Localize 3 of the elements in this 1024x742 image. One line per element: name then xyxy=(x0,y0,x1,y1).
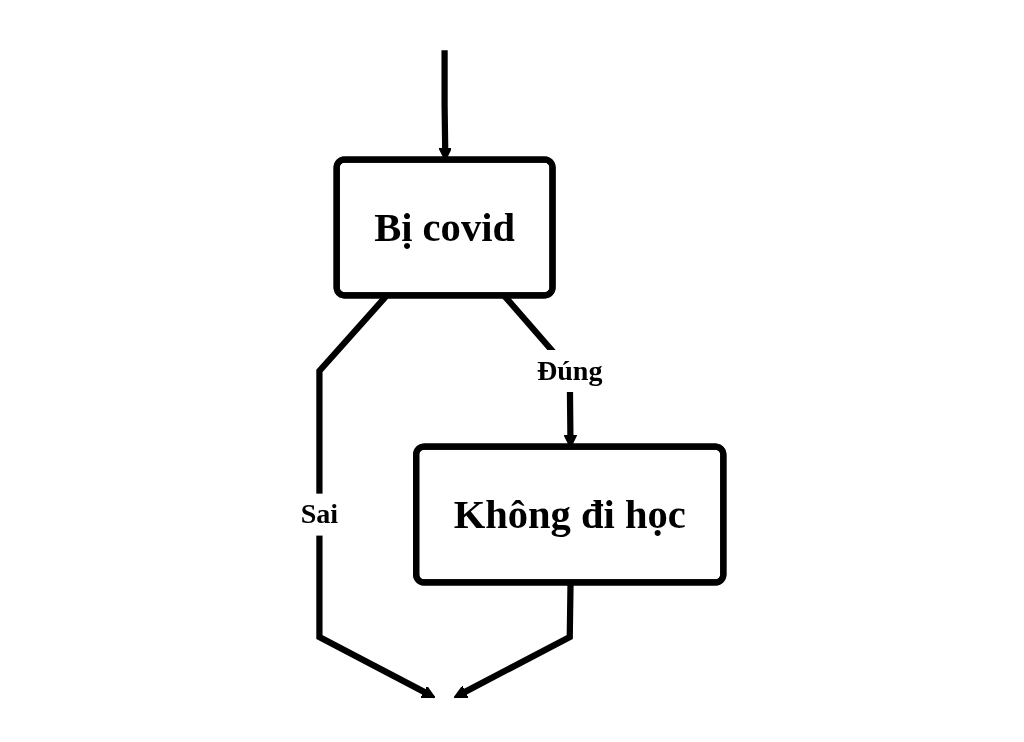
edge-label: Sai xyxy=(300,498,339,530)
edge-label: Đúng xyxy=(536,354,603,386)
arrow xyxy=(453,583,574,699)
